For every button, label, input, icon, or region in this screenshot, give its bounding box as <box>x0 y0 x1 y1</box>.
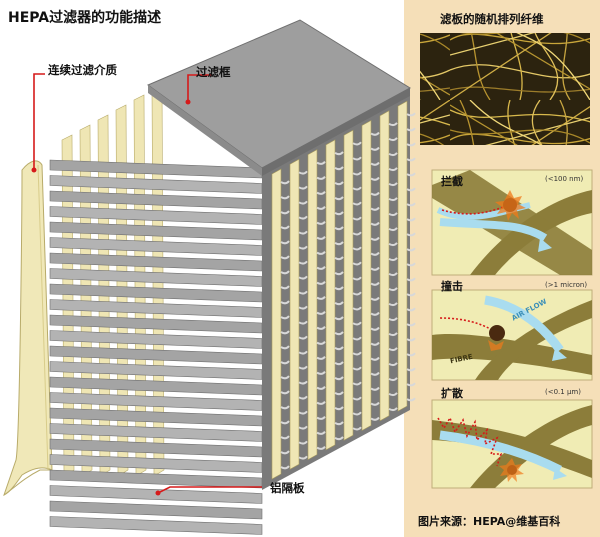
filter-frame-side <box>262 88 416 490</box>
image-credit: 图片来源：HEPA@维基百科 <box>418 515 561 528</box>
diagram-title: HEPA过滤器的功能描述 <box>8 10 162 26</box>
side-pleat-column <box>325 139 336 451</box>
side-pleat-column <box>289 158 300 470</box>
mechanism-interception-size: (<100 nm) <box>545 175 584 183</box>
continuous-media-sheet <box>3 160 53 496</box>
label-aluminum-separator: 铝隔板 <box>270 481 305 495</box>
mechanism-panel-interception <box>431 169 593 276</box>
label-filter-frame: 过滤框 <box>196 65 231 79</box>
filter-frame-top <box>146 19 411 176</box>
fiber-image <box>420 33 590 145</box>
label-random-fibers: 滤板的随机排列纤维 <box>440 12 544 26</box>
mechanism-panel-diffusion <box>431 399 593 489</box>
mechanism-impaction-label: 撞击 <box>441 280 463 293</box>
side-pleat-column <box>361 119 372 432</box>
mechanism-diffusion-size: (<0.1 µm) <box>545 388 581 396</box>
side-pleat-column <box>397 100 408 412</box>
mechanism-diffusion-label: 扩散 <box>441 387 463 400</box>
mechanism-impaction-size: (>1 micron) <box>545 281 588 289</box>
side-pleat-column <box>271 168 282 480</box>
mechanism-interception-label: 拦截 <box>441 175 463 188</box>
pleat-fold <box>49 500 263 520</box>
label-continuous-media: 连续过滤介质 <box>48 63 117 77</box>
side-pleat-column <box>343 129 354 441</box>
side-pleat-column <box>379 110 390 422</box>
mechanism-panel-impaction <box>431 289 593 381</box>
side-pleat-column <box>307 149 318 461</box>
pleat-fold <box>49 516 263 535</box>
leader-lines <box>31 73 262 496</box>
